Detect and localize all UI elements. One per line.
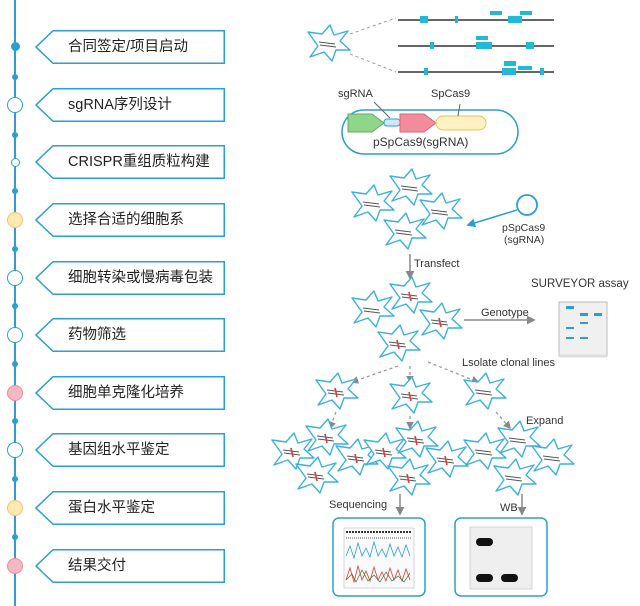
sgrna-label: sgRNA: [338, 88, 373, 100]
gene-tracks: [398, 11, 554, 75]
step-label: 细胞转染或慢病毒包装: [68, 270, 213, 286]
step-arrow-shape: [35, 318, 225, 352]
step-box-5: 细胞转染或慢病毒包装: [35, 261, 225, 295]
expand-arrow: [495, 411, 512, 430]
timeline-dot: [12, 74, 18, 80]
step-arrow-shape: [35, 145, 225, 179]
surveyor-gel: [558, 301, 608, 358]
expanded-cluster-right: [463, 420, 575, 496]
step-label: 结果交付: [68, 558, 126, 574]
plasmid-circle-label-line2: (sgRNA): [504, 234, 545, 246]
step-label: 选择合适的细胞系: [68, 212, 184, 228]
step-arrow-shape: [35, 88, 225, 122]
surveyor-label: SURVEYOR assay: [531, 278, 629, 290]
zoom-line: [349, 17, 397, 35]
sequencing-result: [332, 517, 426, 597]
timeline-dot: [12, 476, 18, 482]
source-cell: [307, 24, 351, 62]
plasmid-circle-label-line1: pSpCas9: [502, 222, 546, 234]
step-box-3: CRISPR重组质粒构建: [35, 145, 225, 179]
timeline-node-4: [7, 212, 23, 228]
timeline-node-8: [7, 442, 23, 458]
step-box-2: sgRNA序列设计: [35, 88, 225, 122]
step-box-4: 选择合适的细胞系: [35, 203, 225, 237]
expanded-cluster-left: [271, 418, 379, 494]
timeline-node-5: [7, 270, 23, 286]
timeline-dot: [12, 534, 18, 540]
timeline-dot: [12, 188, 18, 194]
expand-arrow: [328, 411, 337, 430]
isolate-label: Lsolate clonal lines: [462, 357, 555, 369]
step-label: 细胞单克隆化培养: [68, 385, 184, 401]
step-box-7: 细胞单克隆化培养: [35, 376, 225, 410]
timeline-node-2: [7, 97, 23, 113]
zoom-line: [349, 53, 397, 73]
spcas9-label: SpCas9: [431, 88, 471, 100]
step-arrow-shape: [35, 549, 225, 583]
step-box-1: 合同签定/项目启动: [35, 30, 225, 64]
split-arrow: [350, 365, 399, 384]
genotype-label: Genotype: [481, 307, 529, 319]
step-arrow-shape: [35, 376, 225, 410]
timeline-dot: [12, 361, 18, 367]
step-box-10: 结果交付: [35, 549, 225, 583]
step-label: 蛋白水平鉴定: [68, 500, 155, 516]
timeline-dot: [12, 246, 18, 252]
timeline-dot: [12, 303, 18, 309]
step-box-8: 基因组水平鉴定: [35, 433, 225, 467]
wb-result: [454, 517, 548, 597]
step-label: 药物筛选: [68, 327, 126, 343]
step-arrow-shape: [35, 30, 225, 64]
step-box-6: 药物筛选: [35, 318, 225, 352]
transfection-cell-cluster: [351, 168, 463, 250]
step-arrow-shape: [35, 261, 225, 295]
step-arrow-shape: [35, 491, 225, 525]
timeline-dot: [12, 132, 18, 138]
step-arrow-shape: [35, 203, 225, 237]
step-label: 合同签定/项目启动: [68, 39, 189, 55]
expanded-cluster-middle: [363, 420, 469, 496]
timeline-node-6: [7, 327, 23, 343]
timeline-node-10: [7, 558, 23, 574]
step-label: 基因组水平鉴定: [68, 442, 170, 458]
plasmid-circle: [516, 194, 538, 216]
timeline-dot: [12, 418, 18, 424]
step-box-9: 蛋白水平鉴定: [35, 491, 225, 525]
wb-label: WB: [500, 502, 518, 514]
transfect-label: Transfect: [414, 258, 460, 270]
step-label: sgRNA序列设计: [68, 97, 172, 113]
edited-cell-cluster: [351, 276, 463, 362]
timeline-node-3: [10, 158, 20, 167]
timeline-node-9: [7, 500, 23, 516]
step-arrow-shape: [35, 433, 225, 467]
clonal-cells: [315, 372, 507, 414]
plasmid-label: pSpCas9(sgRNA): [373, 135, 469, 149]
expand-label: Expand: [526, 415, 564, 427]
sequencing-label: Sequencing: [329, 499, 388, 511]
step-label: CRISPR重组质粒构建: [68, 154, 210, 170]
timeline-node-1: [10, 42, 20, 51]
timeline-node-7: [7, 385, 23, 401]
